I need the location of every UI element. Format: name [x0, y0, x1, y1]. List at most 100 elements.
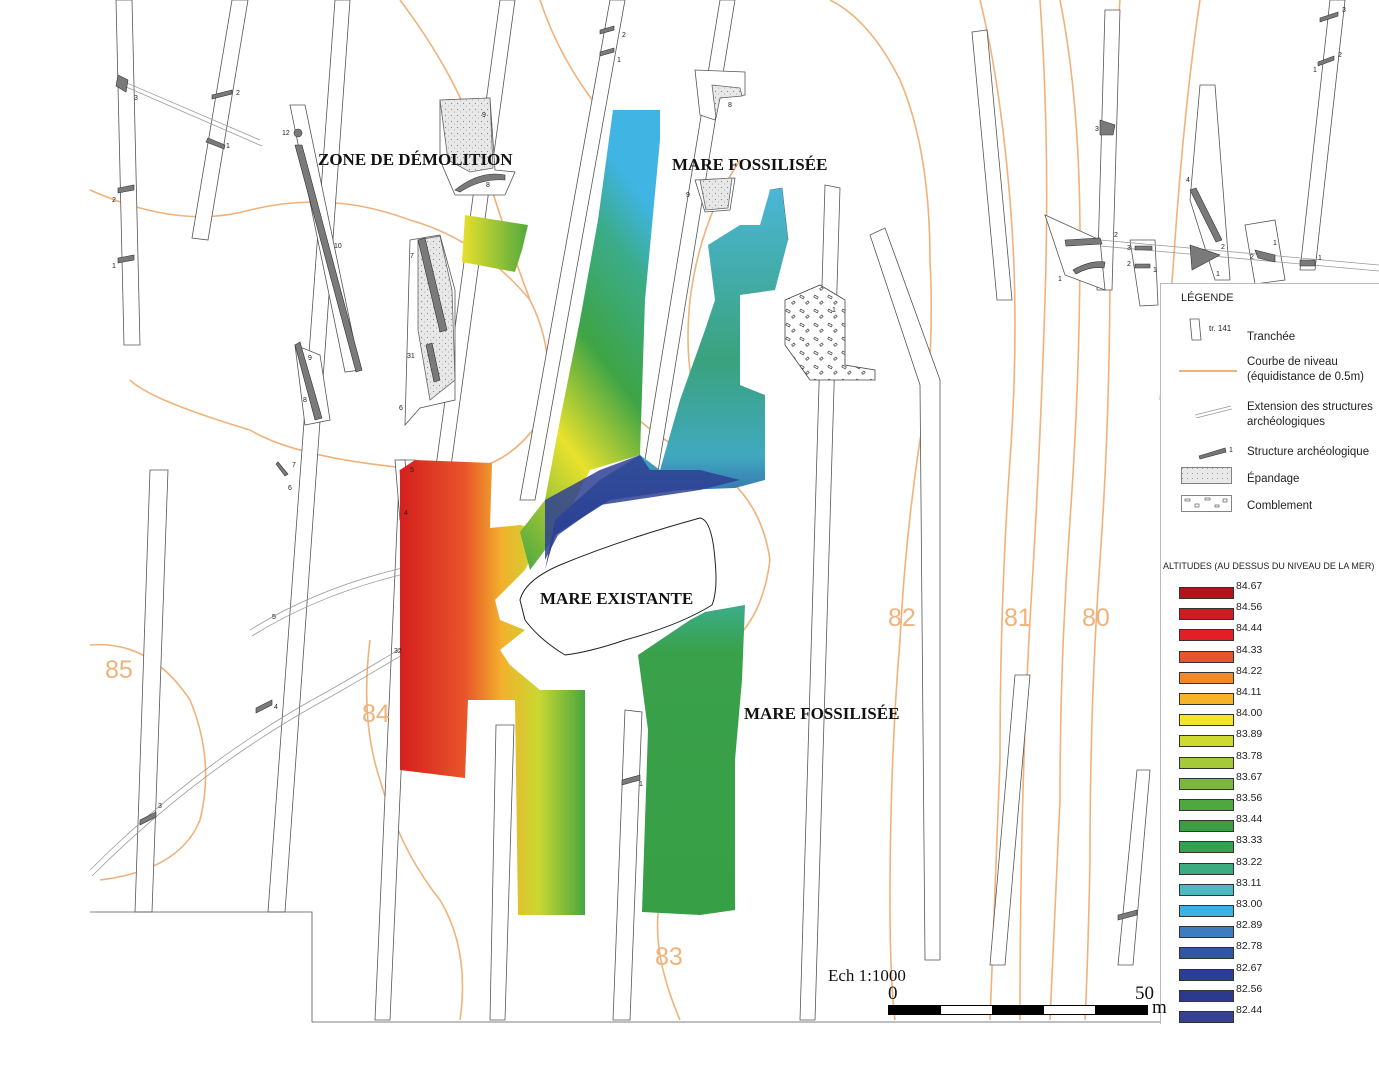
trench-num: 9	[482, 112, 486, 119]
trench-num: 1	[112, 263, 116, 270]
altitude-swatch	[1179, 862, 1234, 875]
altitude-swatch	[1179, 608, 1234, 621]
altitude-swatch	[1179, 693, 1234, 705]
contour-label-85: 85	[105, 656, 133, 684]
trench-num: 4	[274, 704, 278, 711]
altitude-swatch	[1179, 883, 1234, 896]
legend-trench-sample: tr. 141	[1209, 324, 1232, 333]
trench-num: 5	[410, 467, 414, 474]
trench-num: 5	[272, 614, 276, 621]
legend-item-structure: Structure archéologique	[1247, 446, 1370, 458]
altitude-swatch	[1179, 777, 1234, 790]
trench-num: 2	[1338, 52, 1342, 59]
altitude-value: 83.22	[1236, 855, 1263, 868]
altitude-value: 84.11	[1236, 686, 1262, 698]
trench-num: 3	[134, 95, 138, 102]
contour-label-81: 81	[1004, 604, 1032, 632]
legend-item-extension: Extension des structures archéologiques	[1247, 401, 1373, 428]
altitude-value: 84.56	[1236, 601, 1263, 614]
trench-num: 8	[728, 102, 732, 109]
altitude-swatch	[1179, 926, 1234, 939]
scale-label: Ech 1:1000	[828, 966, 906, 985]
altitude-swatch	[1179, 671, 1234, 684]
trench-num: 10	[334, 243, 342, 250]
contour-label-83: 83	[655, 943, 683, 971]
frame-lines	[90, 911, 1160, 1023]
trench-num: 2	[1221, 244, 1225, 251]
altitude-value: 83.56	[1236, 792, 1263, 804]
trench-num: 3	[158, 803, 162, 810]
altitude-value: 84.22	[1236, 664, 1263, 677]
trench-number-labels: 3 2 1 2 1 12 10 9 8 7 31 6 9 8 7 6 5 4 3…	[112, 7, 1346, 810]
trench-num: 1	[1153, 267, 1157, 274]
altitude-value: 83.44	[1236, 813, 1263, 826]
trench-num: 1	[832, 307, 836, 314]
trench-num: 1	[1313, 67, 1317, 74]
zone-label-mare-fossilisee-north: MARE FOSSILISÉE	[672, 155, 827, 174]
trench-num: 3	[1095, 126, 1099, 133]
trench-num: 2	[622, 32, 626, 39]
trench-num: 1	[1318, 255, 1322, 262]
scale-end: 50	[1135, 983, 1154, 1004]
altitude-swatch	[1179, 968, 1234, 981]
altitude-value: 82.78	[1236, 940, 1263, 953]
trench-symbol	[1189, 318, 1202, 341]
trench-num: 1	[1273, 240, 1277, 247]
altitude-swatch	[1179, 650, 1234, 663]
altitude-swatch	[1179, 799, 1234, 811]
legend-title: LÉGENDE	[1181, 292, 1234, 304]
altitude-swatch	[1179, 1011, 1234, 1023]
legend-item-courbe: Courbe de niveau (équidistance de 0.5m)	[1247, 356, 1364, 383]
structure-symbol	[1198, 447, 1227, 460]
legend-item-comblement: Comblement	[1247, 500, 1313, 512]
legend-panel: LÉGENDE tr. 141 Tranchée Courbe de nivea…	[1160, 283, 1379, 1024]
trench-num: 8	[486, 182, 490, 189]
altitude-value: 84.44	[1236, 622, 1263, 635]
trench-num: 12	[282, 130, 290, 137]
altitude-value: 83.89	[1236, 728, 1263, 741]
scale-bar: Ech 1:1000 0 50 m	[828, 965, 1168, 1020]
altitude-value: 83.11	[1236, 876, 1262, 889]
altitude-value: 83.33	[1236, 834, 1263, 847]
trench-num: 2	[1127, 261, 1131, 268]
trench-num: 6	[399, 405, 403, 412]
altitude-swatch	[1179, 714, 1234, 727]
trench-num: 3	[1342, 7, 1346, 14]
trench-num: 6	[288, 485, 292, 492]
altitude-swatch	[1179, 735, 1234, 748]
comblement-symbol	[1181, 495, 1232, 512]
trench-num: 7	[292, 462, 296, 469]
altitude-swatch	[1179, 756, 1234, 769]
altitude-swatch	[1179, 820, 1234, 833]
zone-label-demolition: ZONE DE DÉMOLITION	[318, 150, 513, 169]
altitude-swatch	[1179, 841, 1234, 854]
altitude-value: 84.33	[1236, 643, 1263, 656]
mare-existante-outline	[519, 517, 717, 656]
trench-num: 9	[686, 192, 690, 199]
legend-item-tranchee: Tranchée	[1247, 331, 1296, 343]
altitude-value: 84.67	[1236, 580, 1263, 592]
scale-unit: m	[1152, 997, 1167, 1018]
trench-num: 4	[1186, 177, 1190, 184]
scale-start: 0	[888, 983, 898, 1004]
contour-label-80: 80	[1082, 604, 1110, 632]
contour-label-82: 82	[888, 604, 916, 632]
legend-structure-num: 1	[1229, 447, 1233, 454]
trench-num: 9	[308, 355, 312, 362]
trench-num: 1	[1216, 271, 1220, 278]
altitudes-title: ALTITUDES (AU DESSUS DU NIVEAU DE LA MER…	[1163, 561, 1375, 571]
trench-num: 4	[404, 510, 408, 517]
altitude-value: 83.67	[1236, 770, 1263, 783]
contour-symbol	[1179, 370, 1237, 372]
trench-num: 32	[394, 648, 402, 655]
trench-num: 1	[226, 143, 230, 150]
extension-symbol	[1194, 405, 1233, 418]
zone-label-mare-fossilisee-south: MARE FOSSILISÉE	[744, 704, 899, 723]
trench-num: 31	[407, 353, 415, 360]
trench-num: 3	[1127, 245, 1131, 252]
scale-segments	[888, 1005, 1148, 1015]
comblement-zone	[784, 284, 876, 381]
epandage-symbol	[1181, 467, 1232, 484]
legend-item-epandage: Épandage	[1247, 473, 1300, 485]
altitude-swatch	[1179, 629, 1234, 642]
